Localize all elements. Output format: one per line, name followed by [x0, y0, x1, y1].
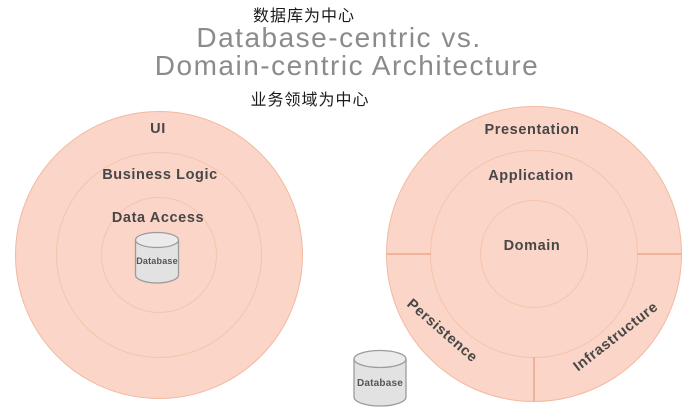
segment-divider-bottom	[533, 357, 535, 401]
external-database-cylinder-icon: Database	[351, 349, 409, 408]
layer-label-data-access: Data Access	[111, 210, 205, 226]
layer-label-business-logic: Business Logic	[102, 167, 218, 183]
annotation-database-centric-cn: 数据库为中心	[252, 8, 356, 25]
annotation-domain-centric-cn: 业务领域为中心	[250, 92, 370, 109]
left-middle-ring-business-logic	[56, 152, 262, 358]
database-label: Database	[136, 256, 178, 266]
layer-label-ui: UI	[150, 121, 166, 137]
page-title-line2: Domain-centric Architecture	[154, 50, 540, 81]
right-inner-circle-domain	[480, 200, 588, 308]
layer-label-presentation: Presentation	[484, 122, 580, 138]
layer-label-domain: Domain	[503, 238, 561, 254]
segment-divider-left	[387, 253, 431, 255]
database-cylinder-icon: Database	[133, 231, 181, 285]
external-database-label: Database	[356, 378, 404, 389]
layer-label-application: Application	[488, 168, 574, 184]
segment-divider-right	[637, 253, 681, 255]
page-title-line1: Database-centric vs.	[196, 22, 482, 53]
